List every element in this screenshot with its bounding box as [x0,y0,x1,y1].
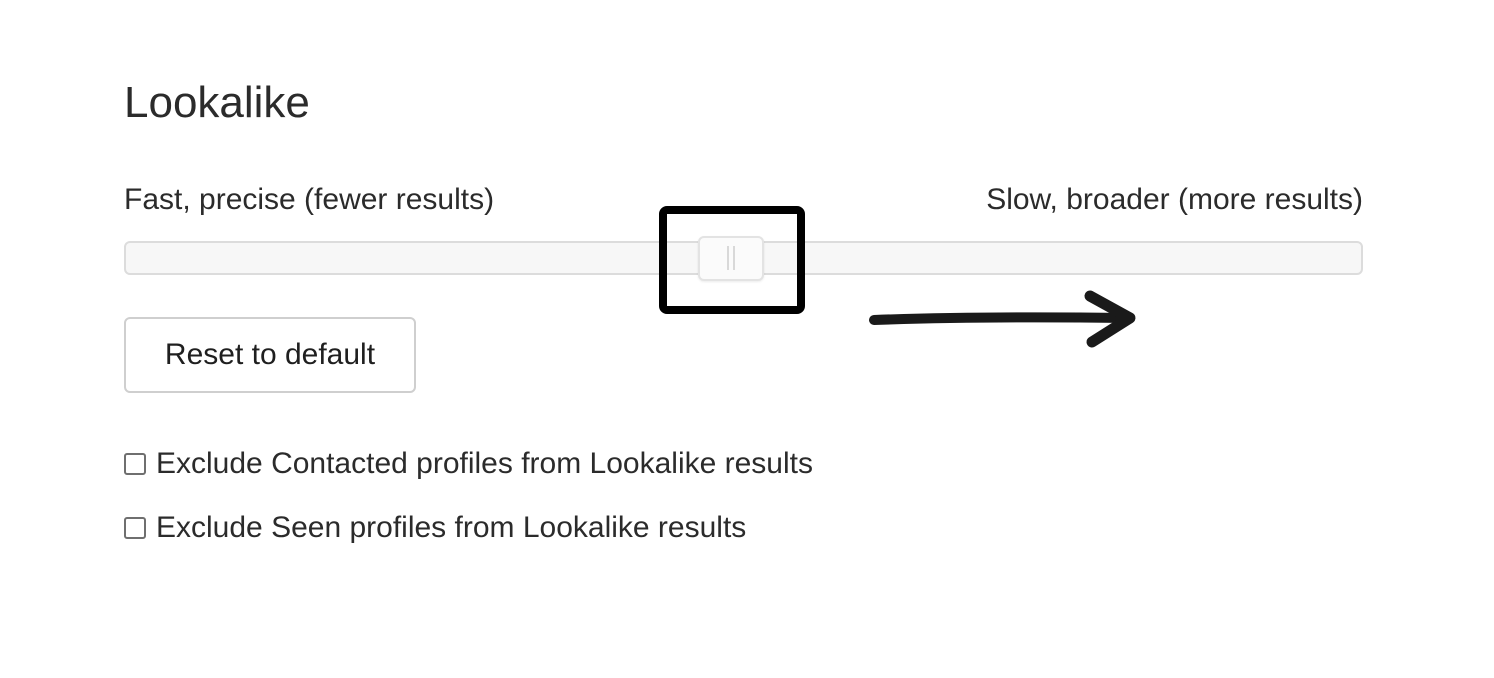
reset-to-default-button[interactable]: Reset to default [124,317,416,393]
lookalike-slider-handle[interactable] [698,236,765,281]
exclude-contacted-label: Exclude Contacted profiles from Lookalik… [156,447,813,480]
grip-line-icon [733,246,736,270]
slider-right-label: Slow, broader (more results) [986,183,1363,216]
right-arrow-annotation-icon [869,290,1136,348]
exclude-contacted-option[interactable]: Exclude Contacted profiles from Lookalik… [124,446,813,482]
page-title: Lookalike [124,78,310,127]
exclude-seen-option[interactable]: Exclude Seen profiles from Lookalike res… [124,510,746,546]
grip-line-icon [727,246,730,270]
exclude-seen-checkbox[interactable] [124,517,146,539]
slider-left-label: Fast, precise (fewer results) [124,183,495,216]
exclude-seen-label: Exclude Seen profiles from Lookalike res… [156,511,747,544]
exclude-contacted-checkbox[interactable] [124,453,146,475]
